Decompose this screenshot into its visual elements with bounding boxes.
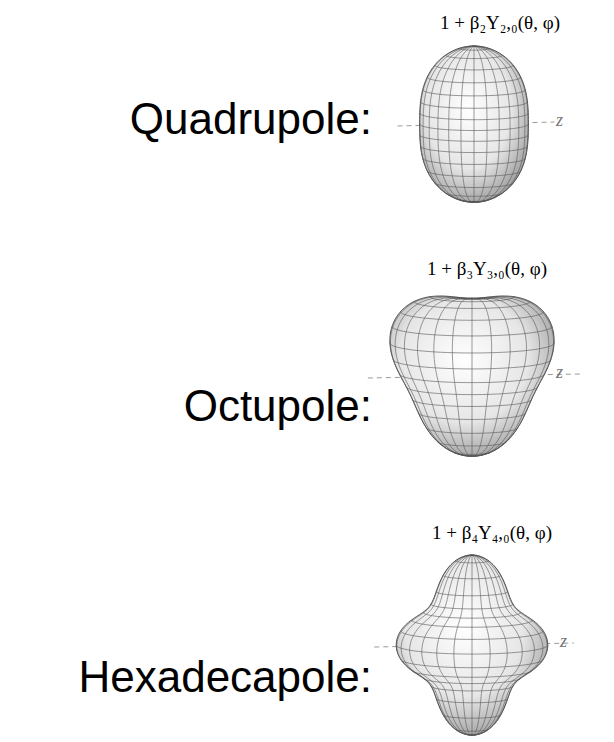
grid-line xyxy=(474,46,510,202)
row-label: Hexadecapole: xyxy=(0,652,372,702)
grid-line xyxy=(472,298,526,456)
grid-line xyxy=(434,298,472,456)
grid-line xyxy=(420,46,474,202)
deformed-shape xyxy=(374,555,574,735)
grid-line xyxy=(401,555,472,735)
deformed-shape xyxy=(398,46,555,202)
shape-surface xyxy=(420,46,529,202)
deformed-shape xyxy=(368,296,580,456)
grid-line xyxy=(461,46,474,202)
grid-line xyxy=(472,555,547,735)
grid-line xyxy=(404,298,472,456)
grid-line xyxy=(472,555,522,735)
grid-line xyxy=(474,46,499,202)
row-label: Octupole: xyxy=(0,381,372,431)
grid-line xyxy=(454,555,472,735)
grid-line xyxy=(423,46,474,202)
axis-label: z xyxy=(556,110,563,131)
formula: 1 + β₄Y₄,₀(θ, φ) xyxy=(432,522,552,544)
grid-line xyxy=(422,555,472,735)
row-label: Quadrupole: xyxy=(0,94,372,144)
grid-line xyxy=(474,46,487,202)
grid-line xyxy=(472,296,554,456)
axis-label: z xyxy=(556,362,563,383)
grid-line xyxy=(472,298,540,456)
grid-line xyxy=(452,298,472,456)
grid-line xyxy=(472,298,510,456)
grid-line xyxy=(474,46,519,202)
formula: 1 + β₃Y₃,₀(θ, φ) xyxy=(427,258,547,280)
grid-line xyxy=(449,46,474,202)
axis-label: z xyxy=(560,631,567,652)
grid-line xyxy=(474,46,525,202)
grid-line xyxy=(472,555,534,735)
grid-line xyxy=(472,555,473,735)
grid-line xyxy=(390,296,472,456)
grid-line xyxy=(397,555,472,735)
grid-line xyxy=(472,555,507,735)
grid-line xyxy=(474,46,475,202)
grid-line xyxy=(437,555,472,735)
grid-line xyxy=(429,46,474,202)
grid-line xyxy=(472,298,473,456)
shape-surface xyxy=(396,555,548,735)
grid-line xyxy=(472,298,492,456)
grid-line xyxy=(472,555,543,735)
grid-line xyxy=(410,555,472,735)
formula: 1 + β₂Y₂,₀(θ, φ) xyxy=(440,12,560,34)
shape-surface xyxy=(390,296,554,456)
grid-line xyxy=(418,298,472,456)
grid-line xyxy=(395,297,472,456)
grid-line xyxy=(474,46,528,202)
grid-line xyxy=(472,297,549,456)
grid-line xyxy=(438,46,474,202)
